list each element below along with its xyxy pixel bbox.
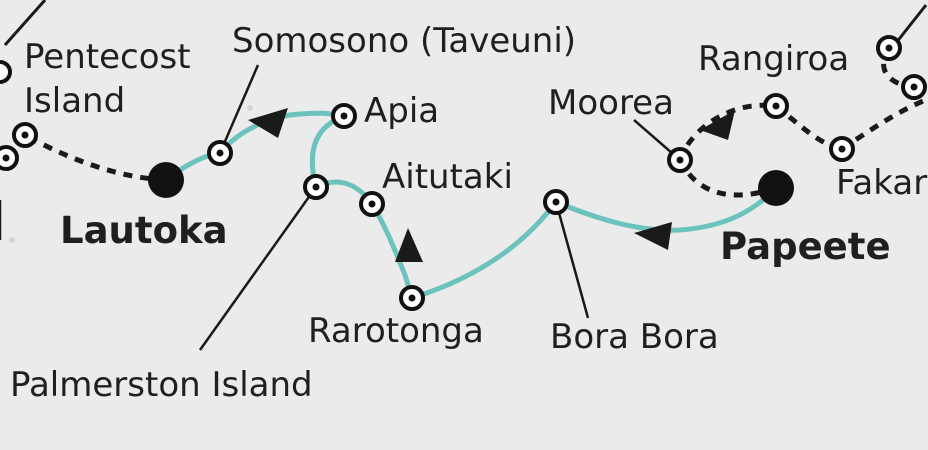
label-moorea: Moorea — [548, 83, 674, 123]
label-fakarava: Fakar — [836, 163, 928, 203]
circle-dot-icon — [359, 191, 385, 217]
circle-dot-icon — [207, 140, 233, 166]
direction-arrows — [248, 108, 735, 262]
circle-dot-icon — [829, 136, 855, 162]
circle-dot-icon — [331, 103, 357, 129]
label-lautoka: Lautoka — [60, 209, 228, 252]
arrowhead-icon — [700, 110, 735, 140]
label-palmerston-island: Palmerston Island — [10, 365, 313, 405]
circle-dot-icon — [763, 93, 789, 119]
papeete-marker — [758, 170, 794, 206]
circle-dot-icon — [0, 145, 19, 171]
circle-dot-icon — [0, 60, 12, 84]
label-pentecost-line1: Pentecost — [24, 37, 191, 77]
arrowhead-icon — [634, 222, 672, 250]
label-rarotonga: Rarotonga — [308, 311, 484, 351]
label-bora-bora: Bora Bora — [550, 317, 719, 357]
lautoka-marker — [148, 162, 184, 198]
label-papeete: Papeete — [720, 225, 891, 268]
leader-line-topleft — [3, 0, 47, 46]
arrowhead-icon — [248, 108, 288, 138]
label-aitutaki: Aitutaki — [382, 157, 513, 197]
major-ports — [148, 162, 794, 206]
circle-dot-icon — [12, 122, 38, 148]
arrowhead-icon — [395, 228, 423, 262]
circle-dot-icon — [399, 285, 425, 311]
label-rangiroa: Rangiroa — [698, 39, 850, 79]
circle-dot-icon — [876, 35, 902, 61]
circle-dot-icon — [667, 147, 693, 173]
circle-dot-icon — [543, 189, 569, 215]
label-somosomo: Somosono (Taveuni) — [232, 21, 577, 61]
port-markers — [0, 35, 927, 311]
circle-dot-icon — [901, 74, 927, 100]
label-pentecost-line2: Island — [24, 81, 126, 121]
label-apia: Apia — [364, 91, 440, 131]
circle-dot-icon — [303, 174, 329, 200]
